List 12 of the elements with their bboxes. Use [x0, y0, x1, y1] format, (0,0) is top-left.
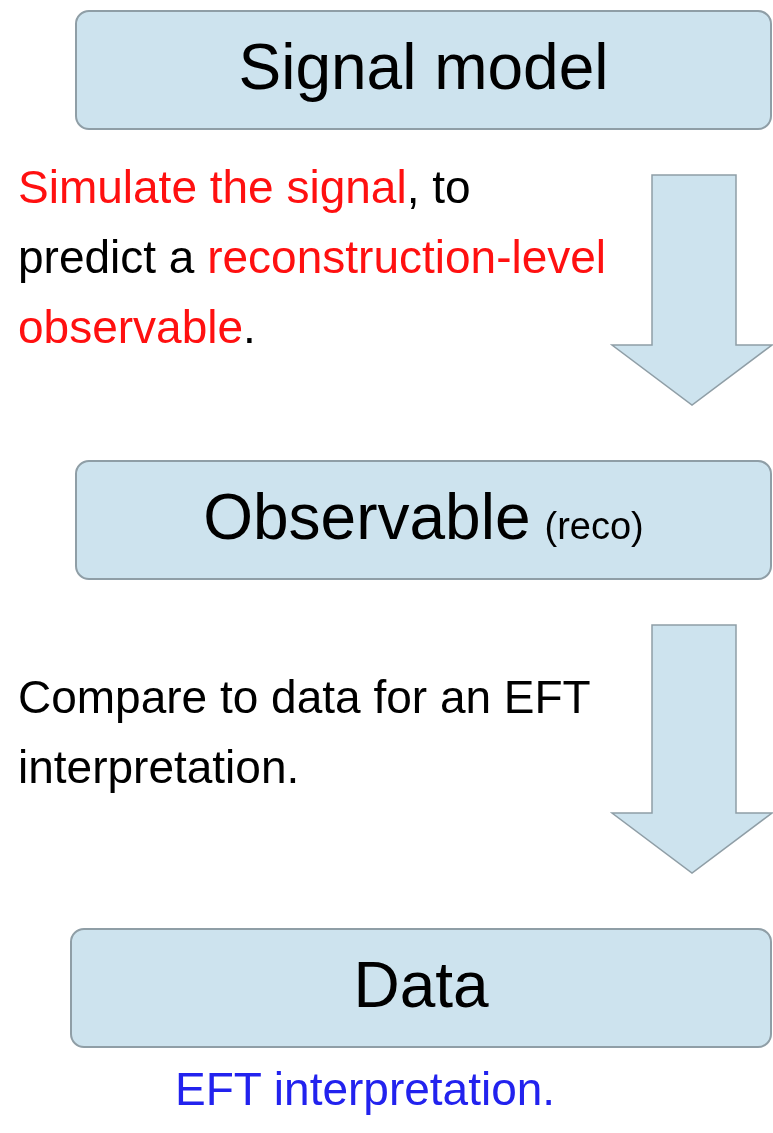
box-title: Observable	[203, 480, 531, 554]
block-arrow	[609, 624, 773, 874]
edge-label: Compare to data for an EFT interpretation.	[18, 670, 591, 795]
block-arrow	[609, 174, 773, 406]
process-box	[70, 928, 772, 1048]
box-note: (reco)	[544, 505, 644, 548]
edge-label: Simulate the signal, to predict a reconstruction-level observable.	[18, 160, 608, 355]
box-caption: EFT interpretation.	[175, 1062, 556, 1116]
box-title: Signal model	[238, 30, 609, 104]
box-title: Data	[353, 948, 489, 1022]
process-box	[75, 460, 772, 580]
process-box	[75, 10, 772, 130]
